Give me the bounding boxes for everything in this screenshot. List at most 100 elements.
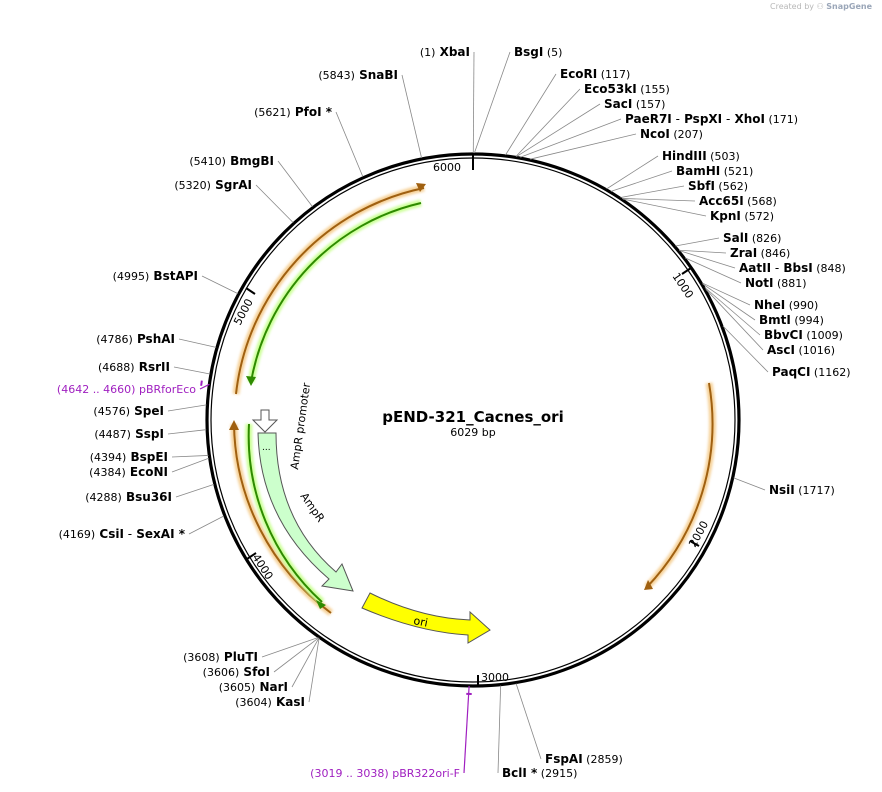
site-position: (3608) bbox=[183, 651, 220, 664]
site-label-noti: NotI (881) bbox=[745, 276, 807, 290]
site-name: PshAI bbox=[133, 332, 175, 346]
site-position: (4288) bbox=[85, 491, 122, 504]
site-label-xbai: (1) XbaI bbox=[420, 45, 470, 59]
site-label-csii: (4169) CsiI - SexAI * bbox=[59, 527, 186, 541]
site-position: (171) bbox=[765, 113, 798, 126]
site-leader-hindiii bbox=[606, 155, 659, 190]
site-leader-bbvci bbox=[704, 287, 761, 336]
site-label-bstapi: (4995) BstAPI bbox=[113, 269, 198, 283]
site-position: (1009) bbox=[803, 329, 843, 342]
site-label-sali: SalI (826) bbox=[723, 231, 781, 245]
ori-feature: ori bbox=[361, 592, 491, 644]
site-name: KasI bbox=[272, 695, 305, 709]
site-position: (4995) bbox=[113, 270, 150, 283]
site-position: (4576) bbox=[93, 405, 130, 418]
site-name: Bsu36I bbox=[122, 490, 172, 504]
site-label-pshai: (4786) PshAI bbox=[96, 332, 175, 346]
site-leader-csii bbox=[188, 515, 225, 535]
primer-label-pbrforeco: (4642 .. 4660) pBRforEco bbox=[57, 383, 196, 396]
site-position: (572) bbox=[741, 210, 774, 223]
site-position: (5320) bbox=[174, 179, 211, 192]
site-position: (848) bbox=[813, 262, 846, 275]
site-name: XbaI bbox=[435, 45, 470, 59]
tick-1000: 1000 bbox=[670, 267, 696, 301]
site-name: SpeI bbox=[130, 404, 164, 418]
site-label-snabi: (5843) SnaBI bbox=[318, 68, 398, 82]
site-leader-xbai bbox=[472, 51, 475, 154]
site-position: (4487) bbox=[94, 428, 131, 441]
site-name: PluTI bbox=[220, 650, 258, 664]
site-position: (157) bbox=[632, 98, 665, 111]
site-name: PspXI bbox=[680, 112, 722, 126]
ampr-label: AmpR bbox=[298, 490, 328, 525]
site-label-zrai: ZraI (846) bbox=[730, 246, 790, 260]
site-name: EcoRI bbox=[560, 67, 597, 81]
site-position: (3606) bbox=[203, 666, 240, 679]
site-name: pBRforEco bbox=[135, 383, 196, 396]
tick-label-4000: 4000 bbox=[249, 552, 275, 583]
site-leader-sbfi bbox=[620, 185, 685, 198]
site-position: (4688) bbox=[98, 361, 135, 374]
plasmid-name: pEND-321_Cacnes_ori bbox=[382, 408, 563, 426]
site-name: PaqCI bbox=[772, 365, 810, 379]
site-name: Eco53kI bbox=[584, 82, 637, 96]
credit-text: Created by bbox=[770, 2, 815, 11]
site-name: BsgI bbox=[514, 45, 543, 59]
site-name: BstAPI bbox=[149, 269, 198, 283]
site-name: Acc65I bbox=[699, 194, 744, 208]
site-name: pBR322ori-F bbox=[389, 767, 460, 780]
primer-mark-pbrforeco bbox=[200, 380, 203, 386]
site-name: CsiI bbox=[95, 527, 124, 541]
site-name: EcoNI bbox=[126, 465, 168, 479]
site-name: AscI bbox=[767, 343, 795, 357]
site-leader-ncoi bbox=[530, 133, 637, 160]
site-name: NotI bbox=[745, 276, 774, 290]
site-label-pfoi: (5621) PfoI * bbox=[254, 105, 333, 119]
site-leader-pshai bbox=[178, 338, 217, 348]
site-name: SalI bbox=[723, 231, 748, 245]
site-label-acc65i: Acc65I (568) bbox=[699, 194, 777, 208]
site-name: NarI bbox=[255, 680, 288, 694]
site-leader-sgrai bbox=[255, 184, 294, 223]
site-leader-bsgi bbox=[474, 51, 511, 154]
site-name: BamHI bbox=[676, 164, 720, 178]
site-separator: - bbox=[771, 261, 779, 275]
site-name: NheI bbox=[754, 298, 785, 312]
site-name: KpnI bbox=[710, 209, 741, 223]
site-separator: - bbox=[672, 112, 680, 126]
site-leader-paer7i bbox=[520, 118, 622, 158]
site-name: SnaBI bbox=[355, 68, 398, 82]
primer-leader-pbrforeco bbox=[199, 383, 210, 390]
site-position: (4642 .. 4660) bbox=[57, 383, 136, 396]
site-leader-kasi bbox=[308, 638, 320, 703]
site-name: ZraI bbox=[730, 246, 757, 260]
site-position: (562) bbox=[715, 180, 748, 193]
site-name: NcoI bbox=[640, 127, 670, 141]
site-label-ncoi: NcoI (207) bbox=[640, 127, 703, 141]
site-position: (826) bbox=[748, 232, 781, 245]
site-position: (521) bbox=[720, 165, 753, 178]
site-label-bcli: BclI * (2915) bbox=[502, 766, 577, 780]
site-label-saci: SacI (157) bbox=[604, 97, 665, 111]
tick-label-1000: 1000 bbox=[670, 270, 696, 300]
site-label-sspi: (4487) SspI bbox=[94, 427, 164, 441]
site-labels: (1) XbaI BsgI (5) (5843) SnaBI EcoRI (117) (… bbox=[57, 45, 851, 780]
site-leader-aatii bbox=[679, 250, 736, 269]
site-leader-bmgbi bbox=[277, 160, 313, 207]
site-leader-bspei bbox=[171, 455, 209, 458]
site-label-kpni: KpnI (572) bbox=[710, 209, 774, 223]
site-position: (1) bbox=[420, 46, 436, 59]
site-separator: - bbox=[722, 112, 730, 126]
site-name: SgrAI bbox=[211, 178, 252, 192]
site-name: SbfI bbox=[688, 179, 715, 193]
site-name: SacI bbox=[604, 97, 632, 111]
site-label-nari: (3605) NarI bbox=[219, 680, 288, 694]
site-label-hindiii: HindIII (503) bbox=[662, 149, 740, 163]
site-label-sfoi: (3606) SfoI bbox=[203, 665, 270, 679]
ori-label: ori bbox=[412, 614, 429, 629]
orange-arc-lower-left bbox=[229, 420, 334, 616]
site-name: HindIII bbox=[662, 149, 707, 163]
site-label-ecori: EcoRI (117) bbox=[560, 67, 630, 81]
site-position: (5) bbox=[543, 46, 562, 59]
